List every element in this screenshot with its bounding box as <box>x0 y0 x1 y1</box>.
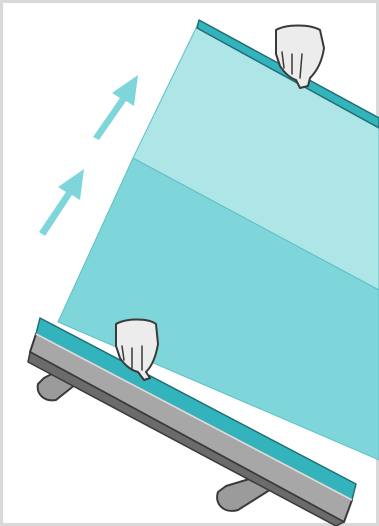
illustration-canvas <box>0 0 379 526</box>
roll-up-banner-illustration <box>0 0 379 526</box>
